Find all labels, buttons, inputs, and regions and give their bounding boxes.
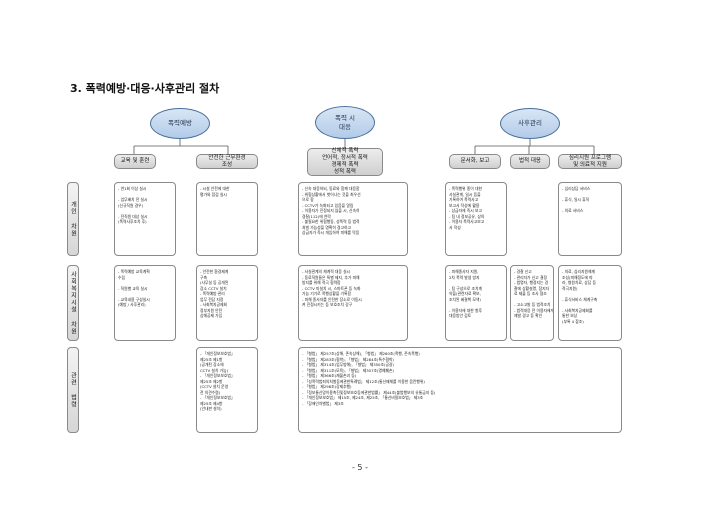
- row-label-law: 관련 법령: [67, 347, 79, 433]
- cell-agency-legal: - 경찰 신고 - 관리자가 신고 결정 - 법명자, 행정지는 경 찰에 상황…: [510, 265, 554, 341]
- cell-agency-environment: - 안전한 환경제계 구축 (사무실 등 공개된 장소 CCTV 설치 - 폭력…: [196, 265, 258, 341]
- stage-aftercare: 사후관리: [500, 108, 560, 139]
- cell-individual-psych: - 심리상담 서비스 - 휴식, 일시 휴직 - 의료 서비스: [558, 182, 622, 256]
- cell-individual-response: - 신속 대응하되, 동료와 함께 대응함 - 위협상황에서 벗어나는 것을 최…: [298, 182, 408, 256]
- cell-agency-education: - 폭력예방 교육계획 수립 - 직원별 교육 실시 - 교육내용 구성실시 (…: [114, 265, 176, 341]
- page-title: 3. 폭력예방·대응·사후관리 절차: [70, 82, 220, 95]
- stage-response-label: 폭력 시 대응: [334, 114, 355, 131]
- stage-aftercare-label: 사후관리: [518, 119, 542, 128]
- row-label-agency: 사회복지시설 차원: [67, 265, 79, 341]
- header-report: 문서화, 보고: [449, 154, 501, 169]
- header-education: 교육 및 훈련: [114, 154, 156, 169]
- header-legal: 법적 대응: [510, 154, 550, 169]
- stage-prevention: 폭력예방: [150, 108, 210, 139]
- row-label-individual: 개인 차원: [67, 182, 79, 256]
- page-number: - 5 -: [352, 463, 368, 472]
- cell-individual-environment: - 시설 안전에 대한 평가와 점검 실시: [196, 182, 258, 256]
- cell-law-privacy: - 「개인정보보호법」 제25조 제1항 (공개된 장소에 CCTV 설치 가능…: [196, 347, 258, 433]
- cell-agency-report: - 피해종사자 지원, 2차 폭력 발생 방지 - 팀 구성으로 조치계 약을(…: [445, 265, 507, 341]
- cell-law-criminal: - 「형법」 제257조(상해, 존속상해), 「형법」 제260조(폭행, 존…: [298, 347, 622, 433]
- cell-agency-response: - 사실관계의 체계적 대응 실시 - 동료직원들은 특별 제지, 추가 피해 …: [298, 265, 408, 341]
- cell-individual-report: - 폭력행위 종이 대한 사실관계, 일시 등을 기록하여 폭력사고 보고서 작…: [445, 182, 507, 256]
- stage-response: 폭력 시 대응: [315, 106, 375, 139]
- cell-individual-education: - 연1회 이상 실시 - 업무배치 전 실시 (신규직원 경우) - 전직원 …: [114, 182, 176, 256]
- header-violence-types: 신체적 폭력 언어적, 정서적 폭력 경제적 폭력 성적 폭력: [307, 148, 383, 176]
- cell-agency-psych: - 의료, 심리지원체계 조성(피해정도에 따 라, 병원치료, 상담 등 적극…: [558, 265, 622, 341]
- stage-prevention-label: 폭력예방: [168, 119, 192, 128]
